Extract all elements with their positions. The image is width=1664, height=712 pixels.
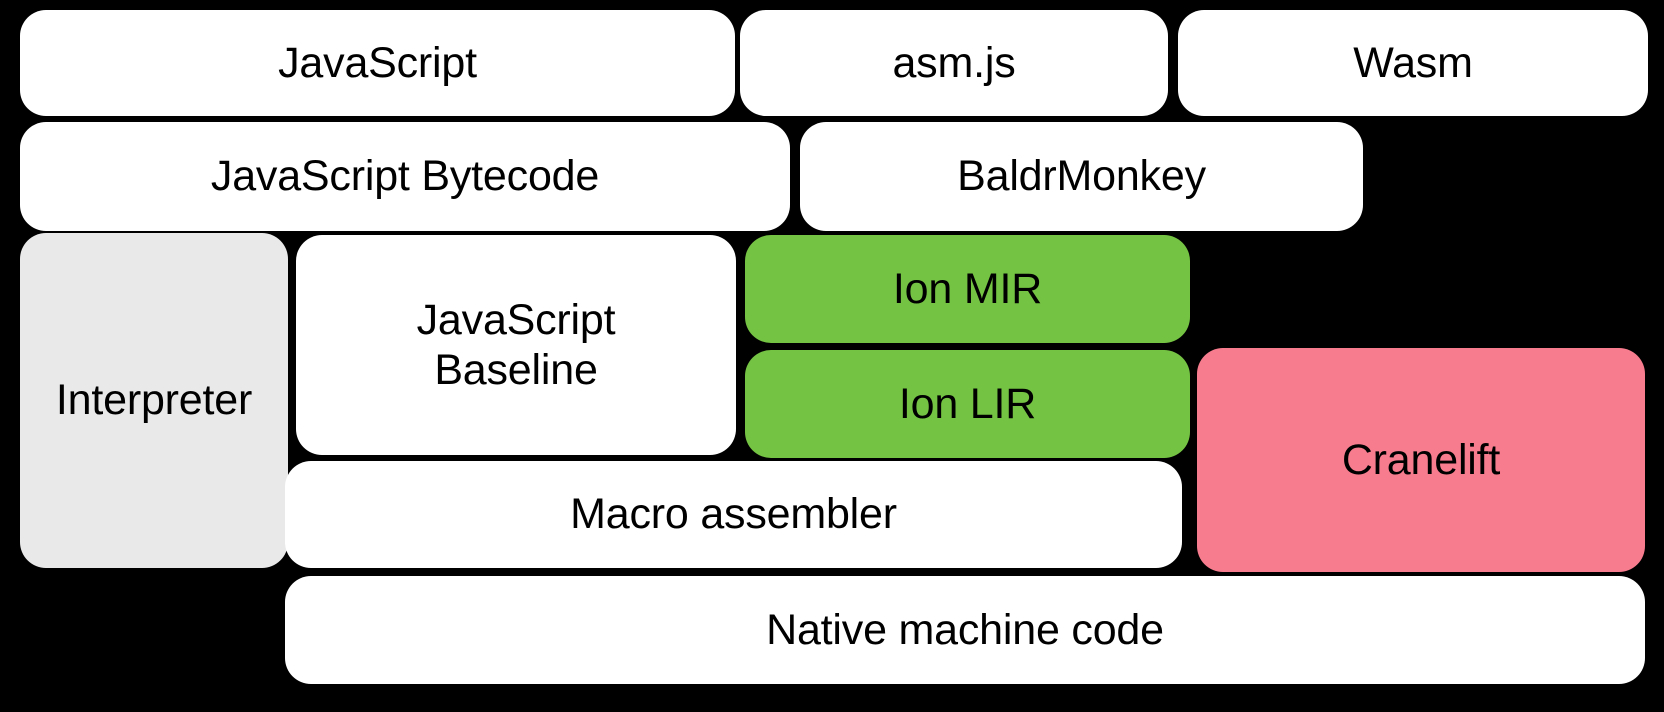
node-wasm[interactable]: Wasm — [1178, 10, 1648, 116]
node-native-machine-code-label: Native machine code — [766, 605, 1164, 654]
node-macro-assembler[interactable]: Macro assembler — [285, 461, 1182, 568]
node-interpreter-label: Interpreter — [55, 376, 253, 425]
node-javascript[interactable]: JavaScript — [20, 10, 735, 116]
node-native-machine-code[interactable]: Native machine code — [285, 576, 1645, 684]
node-cranelift[interactable]: Cranelift — [1197, 348, 1645, 572]
node-javascript-label: JavaScript — [278, 38, 477, 87]
node-wasm-label: Wasm — [1353, 38, 1473, 87]
node-cranelift-label: Cranelift — [1341, 435, 1501, 484]
node-ion-lir-label: Ion LIR — [898, 379, 1037, 428]
node-baldrmonkey-label: BaldrMonkey — [957, 152, 1206, 201]
node-javascript-baseline[interactable]: JavaScript Baseline — [296, 235, 736, 455]
node-ion-mir-label: Ion MIR — [892, 264, 1043, 313]
node-javascript-baseline-label: JavaScript Baseline — [416, 295, 616, 394]
node-asm-js[interactable]: asm.js — [740, 10, 1168, 116]
node-ion-lir[interactable]: Ion LIR — [745, 350, 1190, 458]
node-baldrmonkey[interactable]: BaldrMonkey — [800, 122, 1363, 231]
node-javascript-bytecode[interactable]: JavaScript Bytecode — [20, 122, 790, 231]
node-javascript-bytecode-label: JavaScript Bytecode — [210, 152, 600, 201]
node-macro-assembler-label: Macro assembler — [570, 490, 897, 539]
node-interpreter[interactable]: Interpreter — [20, 233, 288, 568]
node-asm-js-label: asm.js — [892, 38, 1016, 87]
node-ion-mir[interactable]: Ion MIR — [745, 235, 1190, 343]
